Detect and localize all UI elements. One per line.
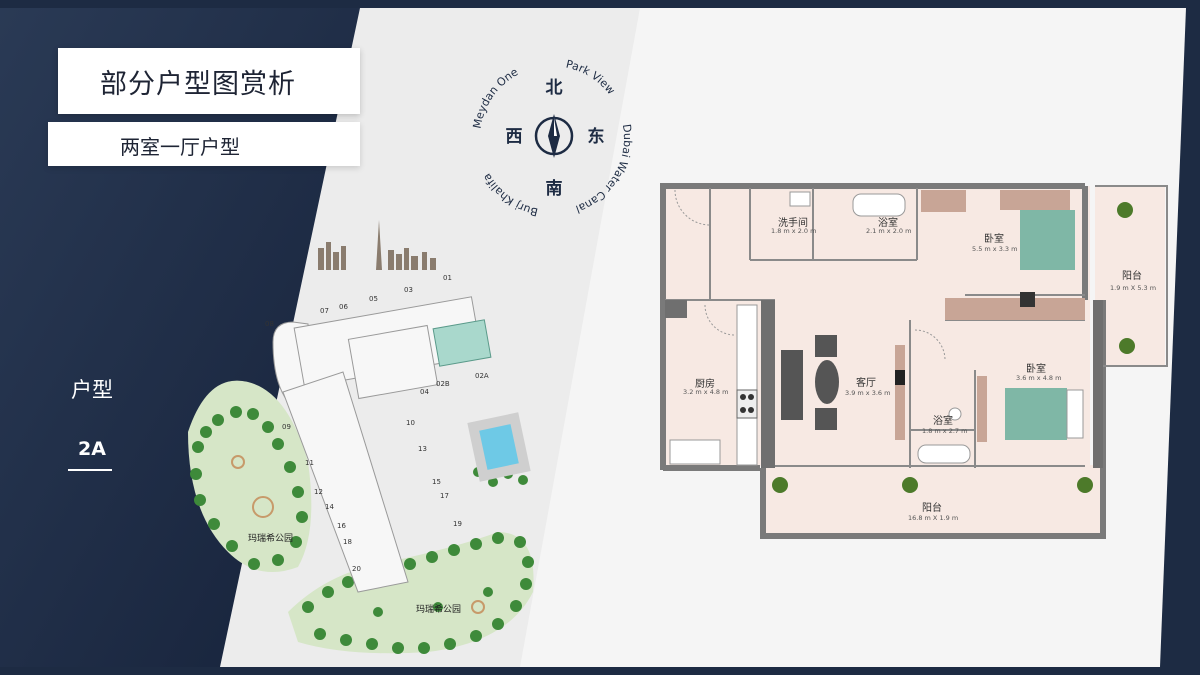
room-size: 1.9 m X 5.3 m [1110, 284, 1157, 292]
park-label: 玛瑞希公园 [416, 605, 462, 615]
compass: Dubai Water Canal Burj Khalifa Meydan On… [471, 57, 634, 218]
compass-north: 北 [546, 78, 563, 98]
room-size: 1.8 m x 2.7 m [922, 427, 968, 435]
unit-number: 20 [352, 565, 361, 573]
subtitle-box: 两室一厅户型 [48, 122, 360, 166]
room-size: 5.5 m x 3.3 m [972, 245, 1018, 253]
room-name: 阳台 [922, 503, 942, 514]
top-bar [0, 0, 1200, 8]
compass-ring-text-3: Meydan One [471, 65, 521, 129]
bed-icon-2 [1005, 388, 1067, 440]
unit-number: 14 [325, 503, 334, 511]
compass-west: 西 [506, 127, 523, 147]
room-name: 浴室 [933, 416, 953, 427]
room-size: 1.8 m x 2.0 m [771, 227, 817, 235]
room-name: 卧室 [984, 234, 1004, 245]
unit-number: 08 [265, 320, 274, 328]
unit-number: 11 [305, 459, 314, 467]
unit-number: 03 [404, 286, 413, 294]
compass-south: 南 [546, 178, 563, 199]
unit-type-underline [68, 469, 112, 471]
sofa-icon [781, 350, 803, 420]
bottom-bar [0, 667, 1200, 675]
highlighted-unit [432, 319, 492, 367]
room-size: 3.2 m x 4.8 m [683, 388, 729, 396]
unit-number: 09 [282, 423, 291, 431]
unit-number: 02B [436, 380, 450, 388]
unit-number: 18 [343, 538, 352, 546]
page-title: 部分户型图赏析 [100, 69, 296, 100]
pool-icon [479, 424, 519, 470]
floor-plan [660, 183, 1168, 539]
compass-ring-text-4: Park View [565, 57, 618, 96]
unit-number: 07 [320, 307, 329, 315]
room-name: 卧室 [1026, 364, 1046, 375]
room-size: 16.8 m X 1.9 m [908, 514, 959, 522]
unit-number: 13 [418, 445, 427, 453]
unit-number: 17 [440, 492, 449, 500]
room-size: 2.1 m x 2.0 m [866, 227, 912, 235]
site-plan [188, 220, 534, 654]
unit-type-code: 2A [78, 438, 106, 460]
bed-icon [1020, 210, 1075, 270]
skyline-icon [318, 220, 436, 270]
room-name: 厨房 [695, 379, 715, 390]
room-name: 浴室 [878, 218, 898, 229]
unit-number: 15 [432, 478, 441, 486]
unit-number: 02A [475, 372, 489, 380]
room-size: 3.9 m x 3.6 m [845, 389, 891, 397]
unit-number: 06 [339, 303, 348, 311]
title-box: 部分户型图赏析 [58, 48, 360, 114]
unit-number: 05 [369, 295, 378, 303]
room-name: 阳台 [1122, 271, 1142, 282]
room-name: 客厅 [856, 378, 876, 389]
room-size: 3.6 m x 4.8 m [1016, 374, 1062, 382]
unit-type-label: 户型 [71, 378, 113, 402]
page-subtitle: 两室一厅户型 [120, 135, 240, 159]
unit-number: 04 [420, 388, 429, 396]
park-label: 玛瑞希公园 [248, 534, 294, 544]
room-name: 洗手间 [778, 218, 808, 229]
compass-east: 东 [588, 126, 605, 147]
unit-number: 12 [314, 488, 323, 496]
unit-number: 01 [443, 274, 452, 282]
tree-cluster-icon [190, 406, 534, 654]
unit-number: 19 [453, 520, 462, 528]
plant-icon [772, 202, 1135, 493]
unit-number: 16 [337, 522, 346, 530]
table-icon [815, 360, 839, 404]
unit-number: 10 [406, 419, 415, 427]
